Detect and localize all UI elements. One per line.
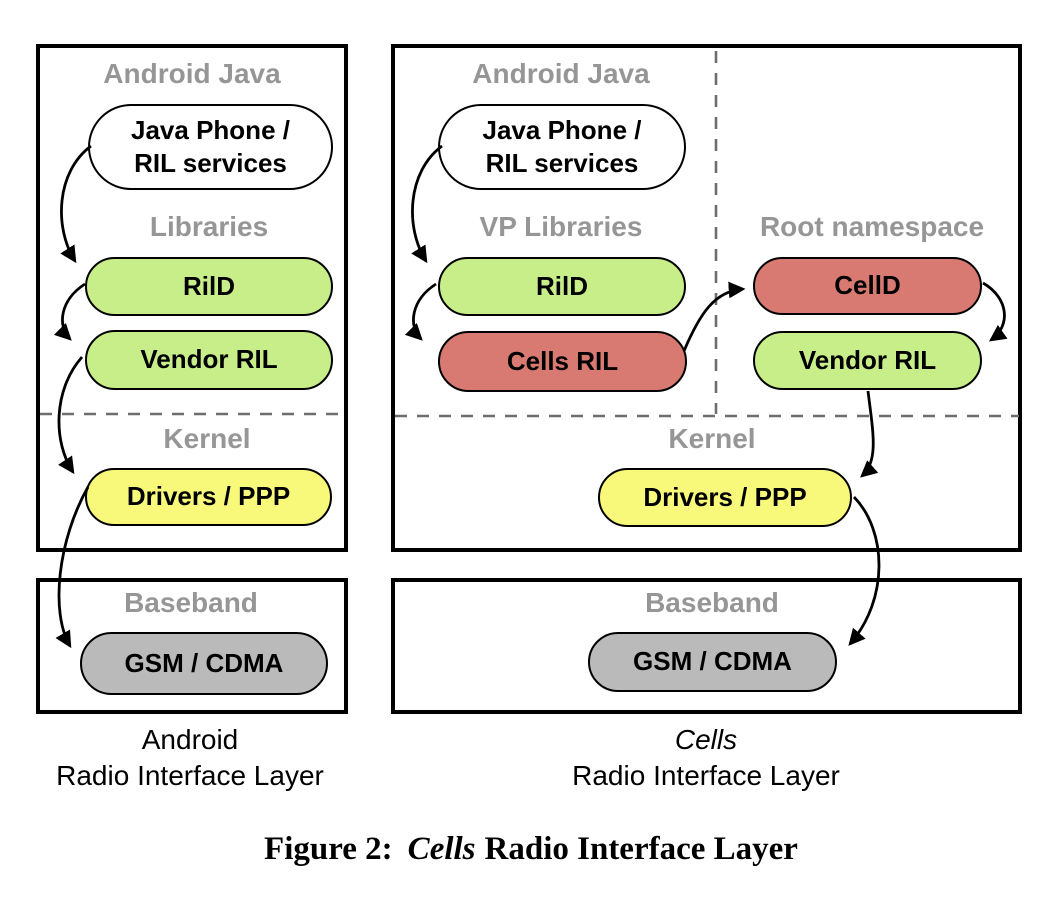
java-phone-ril-services-label-right: Java Phone / RIL services — [482, 114, 642, 178]
android-baseband-box — [36, 578, 348, 714]
drivers-ppp-node-left: Drivers / PPP — [85, 468, 332, 526]
vendor-ril-node-right: Vendor RIL — [753, 331, 982, 390]
celld-node: CellD — [753, 257, 982, 315]
kernel-layer-label-right: Kernel — [668, 423, 756, 454]
drivers-ppp-node-right: Drivers / PPP — [598, 468, 852, 527]
vendor-ril-label-left: Vendor RIL — [140, 344, 278, 375]
drivers-ppp-label-right: Drivers / PPP — [643, 481, 807, 512]
kernel-layer-label-left: Kernel — [163, 423, 251, 454]
vendor-ril-node-left: Vendor RIL — [85, 330, 333, 390]
rild-label-left: RilD — [183, 270, 235, 301]
rild-node-right: RilD — [438, 257, 686, 316]
cells-baseband-box — [391, 578, 1022, 714]
root-namespace-layer-label: Root namespace — [759, 211, 985, 242]
java-phone-ril-services-node-left: Java Phone / RIL services — [88, 104, 333, 190]
android-ril-title-line2: Radio Interface Layer — [56, 760, 324, 791]
android-ril-title-line1: Android — [141, 724, 239, 755]
java-phone-ril-services-node-right: Java Phone / RIL services — [438, 104, 686, 190]
gsm-cdma-node-right: GSM / CDMA — [588, 632, 837, 692]
drivers-ppp-label-left: Drivers / PPP — [126, 481, 291, 512]
figure-caption-suffix: Radio Interface Layer — [484, 831, 798, 867]
android-main-box — [36, 44, 348, 552]
rild-node-left: RilD — [85, 257, 333, 316]
gsm-cdma-label-right: GSM / CDMA — [633, 646, 792, 677]
java-phone-ril-services-label-left: Java Phone / RIL services — [131, 114, 290, 178]
libraries-layer-label: Libraries — [149, 211, 269, 242]
cells-ril-label: Cells RIL — [506, 345, 619, 376]
cells-main-box — [391, 44, 1022, 552]
gsm-cdma-label-left: GSM / CDMA — [124, 647, 284, 678]
gsm-cdma-node-left: GSM / CDMA — [80, 632, 328, 695]
rild-label-right: RilD — [536, 270, 588, 301]
figure-caption-prefix: Figure 2: — [264, 831, 393, 867]
android-java-layer-label: Android Java — [103, 58, 281, 89]
cells-ril-title-line2: Radio Interface Layer — [572, 760, 840, 791]
cells-ril-node: Cells RIL — [438, 331, 687, 392]
baseband-layer-label-left: Baseband — [124, 587, 258, 618]
vendor-ril-label-right: Vendor RIL — [798, 344, 937, 375]
celld-label: CellD — [834, 270, 901, 301]
vp-libraries-layer-label: VP Libraries — [479, 211, 643, 242]
cells-ril-title-line1: Cells — [674, 724, 738, 755]
android-java-layer-label-cells: Android Java — [472, 58, 650, 89]
figure-caption-emphasis: Cells — [407, 831, 476, 867]
baseband-layer-label-right: Baseband — [645, 587, 779, 618]
